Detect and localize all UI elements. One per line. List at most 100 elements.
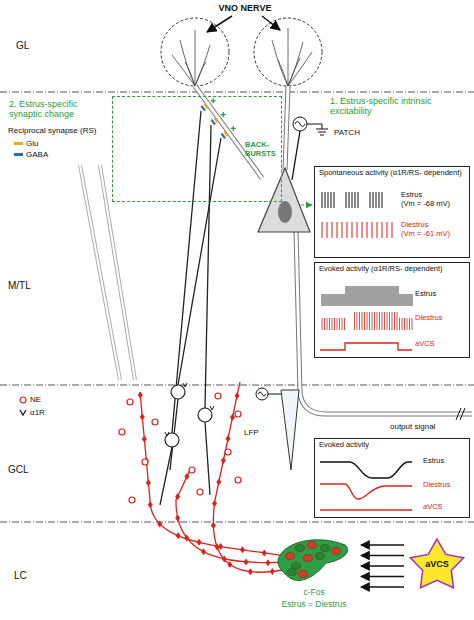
lc-cell — [286, 553, 295, 560]
layer-label: VNO NERVE — [212, 3, 278, 13]
spike — [367, 312, 368, 330]
spike — [349, 192, 350, 208]
spike — [322, 192, 323, 208]
spike — [382, 312, 383, 330]
node-text: Estrus — [423, 457, 467, 466]
nerve-arrow — [262, 16, 280, 30]
node-text: (Vm = -68 mV) — [401, 200, 467, 209]
varicosity — [225, 435, 230, 442]
primary-dendrite — [285, 86, 288, 170]
varicosity — [240, 546, 245, 553]
spike — [408, 294, 409, 306]
dendrite-branch — [195, 30, 196, 86]
spike — [337, 222, 338, 238]
spike — [346, 192, 347, 208]
spike — [409, 318, 410, 330]
dendrite-branch — [288, 52, 312, 86]
granule-cells — [165, 385, 212, 447]
spike — [330, 294, 331, 306]
glu-synapse — [204, 104, 208, 109]
lc-cells — [286, 542, 341, 578]
varicosity — [140, 414, 145, 421]
plus-sign — [231, 126, 236, 131]
node-text: Diestrus — [415, 314, 467, 323]
layer-line — [0, 522, 474, 523]
recording-panel: Evoked activityEstrusDiestrusaVCS — [314, 438, 470, 518]
spike — [357, 312, 358, 330]
ne-molecule — [142, 459, 148, 465]
ne-molecule — [189, 467, 195, 473]
locus-coeruleus — [278, 540, 348, 581]
spike — [324, 294, 325, 306]
spike — [327, 318, 328, 330]
spike — [359, 312, 360, 330]
spike — [389, 312, 390, 330]
granule-dendrite — [172, 111, 201, 433]
spike — [400, 294, 401, 306]
dendrite-branch — [180, 40, 195, 86]
spike — [367, 222, 368, 238]
glomerulus — [254, 18, 322, 86]
spike — [346, 286, 347, 306]
glomerulus — [161, 18, 229, 86]
spike — [338, 294, 339, 306]
spike — [377, 222, 378, 238]
spike — [384, 312, 385, 330]
legend-text: NE — [30, 395, 41, 404]
ne-molecule — [129, 497, 135, 503]
spike — [332, 222, 333, 238]
receptor-symbol — [165, 432, 169, 436]
arrow-line — [361, 576, 404, 577]
spike — [372, 222, 373, 238]
varicosity — [184, 534, 189, 541]
varicosity — [216, 478, 221, 485]
varicosity — [248, 568, 253, 575]
spike — [334, 318, 335, 330]
spike — [382, 286, 383, 306]
ground-bar — [316, 129, 328, 130]
other-cell — [100, 165, 135, 380]
spike — [354, 286, 355, 306]
receptor-symbol — [183, 383, 187, 387]
patch-pipette — [292, 131, 300, 180]
glu-synapse — [214, 118, 218, 123]
layer-label: LC — [14, 570, 27, 582]
nerve-arrow — [207, 16, 232, 32]
lfp-pipette — [281, 390, 299, 470]
layer-label: GCL — [8, 464, 29, 476]
spike — [364, 312, 365, 330]
node-text: Estrus = Diestrus — [268, 600, 360, 610]
spike — [394, 286, 395, 306]
spike-traces — [322, 192, 412, 330]
spike — [336, 294, 337, 306]
sine-symbol — [295, 122, 305, 127]
varicosity — [270, 568, 275, 575]
spike — [382, 192, 383, 208]
granule-process — [160, 447, 172, 505]
varicosity — [262, 549, 267, 556]
varicosity — [201, 548, 206, 555]
amplifier-symbol — [293, 117, 307, 131]
granule-dendrites — [160, 111, 221, 505]
spike — [324, 318, 325, 330]
spike — [390, 286, 391, 306]
wire — [322, 124, 323, 129]
layer-label: Reciprocal synapse (RS) — [8, 126, 108, 135]
dendrite-branch — [195, 45, 210, 86]
dendrite-branch — [272, 40, 288, 86]
varicosity — [222, 555, 227, 562]
spike — [328, 192, 329, 208]
varicosity — [215, 544, 220, 551]
spike — [360, 286, 361, 306]
spike — [379, 312, 380, 330]
legend-swatch — [14, 153, 23, 156]
spike — [402, 318, 403, 330]
lc-cell — [288, 569, 297, 576]
stimulus-star: aVCS — [404, 538, 470, 594]
spike — [348, 286, 349, 306]
stimulus-line — [320, 509, 412, 510]
node-text: (Vm = -61 mV) — [401, 230, 467, 239]
spike — [352, 222, 353, 238]
glu-synapse — [224, 131, 228, 136]
